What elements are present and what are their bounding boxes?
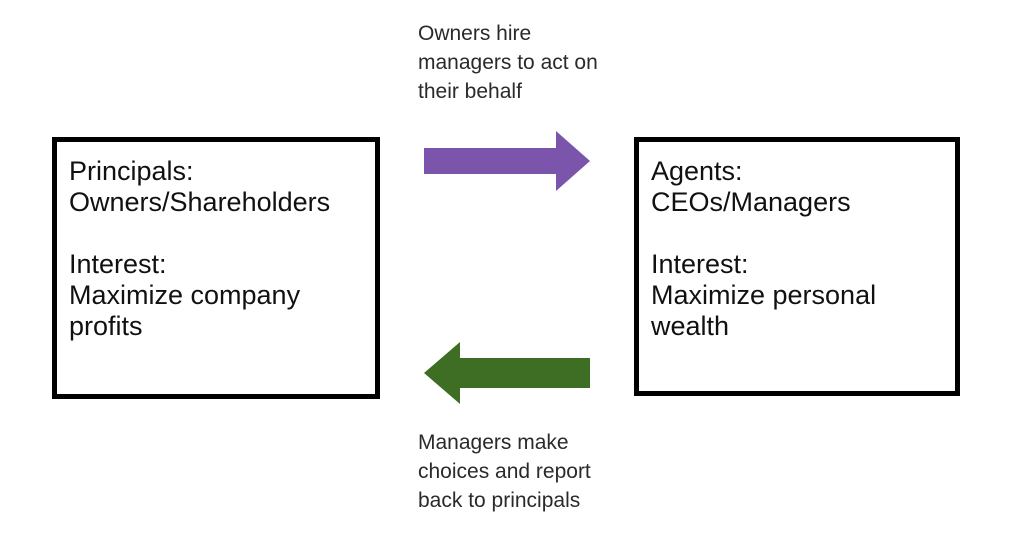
agents-role-value: CEOs/Managers [651,187,851,217]
arrow-left-shape [424,342,590,404]
agents-interest-line-2: wealth [651,311,730,341]
bottom-caption-line-2: choices and report [418,460,591,483]
top-caption-line-1: Owners hire [418,22,532,45]
top-caption-line-2: managers to act on [418,51,598,74]
principals-box: Principals: Owners/Shareholders Interest… [52,137,380,399]
agents-box: Agents: CEOs/Managers Interest: Maximize… [634,137,960,396]
agents-spacer [651,218,955,249]
agents-role-label: Agents: [651,156,743,186]
principals-interest-label: Interest: [69,249,167,279]
bottom-caption-line-3: back to principals [418,489,581,512]
arrow-left-icon [424,342,590,404]
arrow-right-icon [424,131,590,191]
agents-interest-label: Interest: [651,249,749,279]
bottom-caption-line-1: Managers make [418,431,569,454]
principals-interest-line-1: Maximize company [69,280,301,310]
principals-role-value: Owners/Shareholders [69,187,331,217]
agents-interest-line-1: Maximize personal [651,280,877,310]
principals-spacer [69,218,375,249]
principals-role-label: Principals: [69,156,194,186]
top-caption-line-3: their behalf [418,80,522,103]
arrow-right-shape [424,131,590,191]
bottom-caption: Managers make choices and report back to… [418,428,591,515]
top-caption: Owners hire managers to act on their beh… [418,19,598,106]
principals-interest-line-2: profits [69,311,143,341]
